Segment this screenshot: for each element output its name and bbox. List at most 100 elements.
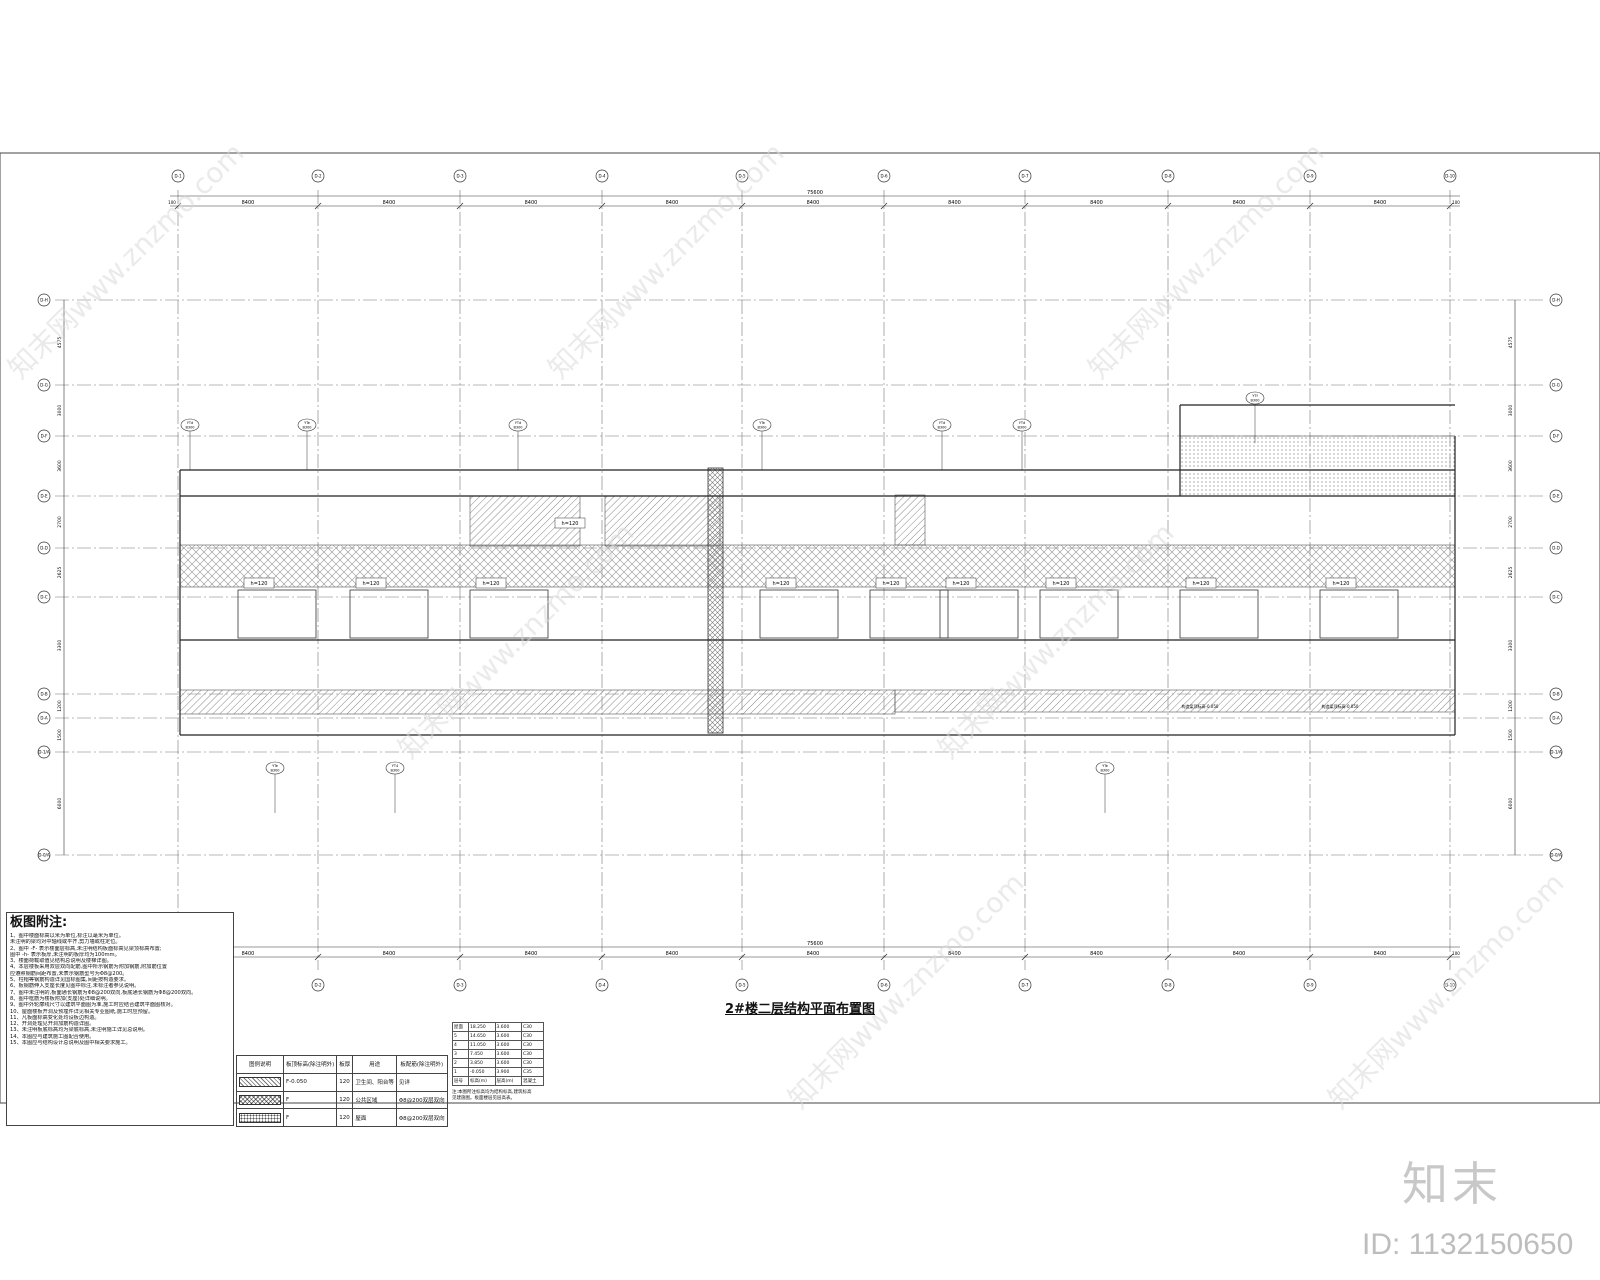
slab-mark-box xyxy=(475,577,507,589)
floor-cell: C30 xyxy=(521,1022,544,1032)
axis-bubble-icon xyxy=(1549,378,1563,392)
dimension-text: 8400 xyxy=(666,951,679,957)
notes-panel: 板图附注: 1、图中楼面标高以米为单位,标注以毫米为单位。 未注明的梁均对中轴线… xyxy=(6,912,234,1126)
image-id: ID: 1132150650 xyxy=(1362,1228,1574,1261)
legend-level: F xyxy=(282,1090,338,1110)
floor-cell: C30 xyxy=(521,1040,544,1050)
beam-mark-bubble-icon xyxy=(508,418,528,432)
slab-mark-box xyxy=(243,577,275,589)
axis-label: D-0/A xyxy=(38,853,49,858)
watermark-text: 知末网www.znzmo.com xyxy=(1082,136,1331,385)
floor-cell: C35 xyxy=(521,1067,544,1077)
dimension-text: 1200 xyxy=(57,700,63,712)
floor-cell: 屋面 xyxy=(452,1022,469,1032)
dimension-tick xyxy=(456,202,464,210)
axis-label: D-3 xyxy=(456,174,464,179)
dimension-text: 6000 xyxy=(57,798,63,810)
dimension-text: 8400 xyxy=(1233,200,1246,206)
axis-bubble-icon xyxy=(1303,169,1317,183)
dimension-text: 100 xyxy=(1452,200,1460,205)
axis-bubble-icon xyxy=(37,489,51,503)
beam-mark-label: B300 xyxy=(1100,769,1109,773)
dimension-text: 8400 xyxy=(1090,200,1103,206)
legend-level: F xyxy=(282,1108,338,1127)
dimension-text: 75600 xyxy=(807,941,823,947)
room-outline xyxy=(469,589,549,639)
dimension-tick xyxy=(1306,953,1314,961)
beam-mark-label: YTd xyxy=(1019,421,1026,425)
floor-cell: 3.900 xyxy=(494,1067,523,1077)
axis-label: D-10 xyxy=(1445,174,1455,179)
beam-mark-label: B300 xyxy=(1017,426,1026,430)
beam-mark-bubble-icon xyxy=(385,761,405,775)
axis-bubble-icon xyxy=(37,429,51,443)
slab-mark-box xyxy=(355,577,387,589)
floor-cell: 18.250 xyxy=(467,1022,496,1032)
axis-bubble-icon xyxy=(1549,687,1563,701)
note-line: 8、图中框筋为楼板附加(支座)处详细说明。 xyxy=(10,995,111,1002)
dimension-text: 100 xyxy=(1452,951,1460,956)
axis-label: D-H xyxy=(40,298,48,303)
beam-mark-label: B300 xyxy=(302,426,311,430)
slab-mark: h=120 xyxy=(483,581,500,587)
beam-mark-label: YTd xyxy=(939,421,946,425)
dimension-text: 4575 xyxy=(57,337,63,349)
axis-label: D-8 xyxy=(1164,174,1172,179)
beam-mark-label: B300 xyxy=(937,426,946,430)
floor-cell: 11.050 xyxy=(467,1040,496,1050)
axis-bubble-icon xyxy=(37,590,51,604)
legend-use: 卫生间、阳台等 xyxy=(352,1072,397,1092)
axis-bubble-icon xyxy=(37,293,51,307)
dots-swatch-icon xyxy=(239,1112,281,1123)
slab-mark-box xyxy=(554,517,586,529)
slab-mark: h=120 xyxy=(1053,581,1070,587)
axis-label: D-10 xyxy=(1445,983,1455,988)
note-line: 5、柱帽等钢筋构造详见国标图集,间距按构造要求。 xyxy=(10,977,130,984)
dimension-text: 2625 xyxy=(1508,567,1514,579)
note-line: 10、屋面楼板开洞及预埋件详见相关专业图纸,施工时应预留。 xyxy=(10,1008,154,1015)
legend-level: F-0.050 xyxy=(282,1072,338,1092)
slab-mark: h=120 xyxy=(953,581,970,587)
note-line: 未注明的梁均对中轴线或平齐,剪力墙或柱定位。 xyxy=(10,939,121,946)
axis-label: D-B xyxy=(40,692,47,697)
slab-mark-box xyxy=(875,577,907,589)
axis-label: D-B xyxy=(1552,692,1559,697)
dimension-text: 8400 xyxy=(807,200,820,206)
legend-header: 用途 xyxy=(352,1055,397,1074)
axis-label: D-C xyxy=(1552,595,1560,600)
level-note: 构造梁顶标高-0.050 xyxy=(1182,703,1219,709)
dimension-text: 1500 xyxy=(57,729,63,741)
floor-cell: 5 xyxy=(452,1031,469,1041)
notes-list: 1、图中楼面标高以米为单位,标注以毫米为单位。 未注明的梁均对中轴线或平齐,剪力… xyxy=(10,933,230,1046)
axis-bubble-icon xyxy=(877,169,891,183)
axis-label: D-6 xyxy=(880,983,888,988)
axis-bubble-icon xyxy=(453,169,467,183)
dimension-text: 8400 xyxy=(1090,951,1103,957)
room-outline xyxy=(869,589,949,639)
floor-cell: C30 xyxy=(521,1058,544,1068)
axis-bubble-icon xyxy=(37,687,51,701)
note-line: 2、图中 -F- 表示楼面层标高,未注明结构板面标高见梁顶标高布置; xyxy=(10,945,162,952)
legend-header: 板厚 xyxy=(336,1055,354,1074)
legend-thickness: 120 xyxy=(336,1072,354,1092)
dimension-tick xyxy=(1446,953,1454,961)
slab-mark: h=120 xyxy=(883,581,900,587)
watermark-text: 知末网www.znzmo.com xyxy=(542,136,791,385)
dimension-text: 8400 xyxy=(525,951,538,957)
dimension-text: 3300 xyxy=(1508,640,1514,652)
axis-bubble-icon xyxy=(1549,429,1563,443)
axis-bubble-icon xyxy=(37,541,51,555)
dimension-text: 8400 xyxy=(1374,200,1387,206)
axis-bubble-icon xyxy=(595,978,609,992)
axis-bubble-icon xyxy=(1549,590,1563,604)
beam-mark-bubble-icon xyxy=(1012,418,1032,432)
axis-label: D-F xyxy=(1553,434,1561,439)
axis-label: D-1 xyxy=(174,174,182,179)
dimension-tick xyxy=(598,202,606,210)
note-line: 应遵照钢筋间距布置,未表示钢筋型号为Φ8@200。 xyxy=(10,970,128,977)
note-line: 3、楼面荷载取值见结构总说明及楼梯详图。 xyxy=(10,958,112,965)
dimension-tick xyxy=(1021,202,1029,210)
dimension-tick xyxy=(314,202,322,210)
